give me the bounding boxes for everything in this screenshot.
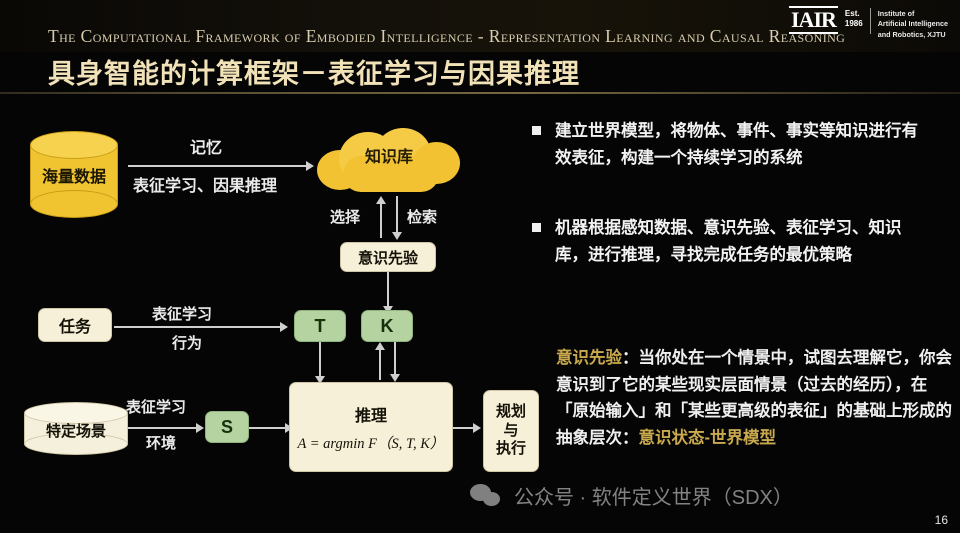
conscious-prior-node: 意识先验 [340, 242, 436, 272]
node-k: K [361, 310, 413, 342]
node-t: T [294, 310, 346, 342]
specific-scene-label: 特定场景 [45, 422, 106, 440]
page-number: 16 [934, 513, 948, 527]
specific-scene-cylinder-top [24, 402, 128, 424]
edge-label-environment: 环境 [146, 435, 177, 452]
logo-est-label: Est. [844, 9, 860, 18]
edge-kb-to-prior-arrowhead [392, 232, 402, 240]
edge-kb-to-prior [396, 196, 398, 234]
edge-label-select: 选择 [330, 209, 361, 226]
knowledge-base-label: 知识库 [364, 149, 413, 166]
edge-label-retrieve: 检索 [407, 209, 438, 226]
massive-data-cylinder-bottom [30, 190, 118, 218]
edge-inference-to-plan-arrowhead [473, 423, 481, 433]
logo-institute-line-3: and Robotics, XJTU [877, 29, 946, 39]
edge-inference-to-plan [453, 427, 475, 429]
edge-k-to-inference [394, 342, 396, 376]
plan-execute-line-3: 执行 [495, 440, 526, 458]
edge-scene-to-s [128, 427, 198, 429]
logo-est-year: 1986 [844, 19, 863, 28]
edge-k-to-inference-arrowhead [390, 374, 400, 382]
logo-established: Est. 1986 [845, 6, 863, 29]
edge-data-to-kb-arrowhead [306, 161, 314, 171]
inference-title: 推理 [354, 407, 387, 425]
paragraph-colon: ： [622, 349, 639, 367]
conscious-prior-paragraph: 意识先验：当你处在一个情景中，试图去理解它，你会意识到了它的某些现实层面情景（过… [556, 345, 954, 452]
edge-task-to-t [114, 326, 282, 328]
edge-label-memory: 记忆 [190, 140, 223, 157]
bullet-square-icon [532, 223, 541, 232]
plan-execute-node: 规划 与 执行 [483, 390, 539, 472]
edge-label-repr-causal: 表征学习、因果推理 [133, 178, 278, 195]
node-s: S [205, 411, 249, 443]
specific-scene-cylinder-bottom [24, 433, 128, 455]
edge-s-to-inference [249, 427, 287, 429]
logo-institute-line-1: Institute of [877, 9, 915, 18]
inference-formula: A = argmin F（S, T, K） [297, 435, 445, 452]
edge-prior-to-kb-arrowhead [376, 196, 386, 204]
paragraph-body: 当你处在一个情景中，试图去理解它，你会意识到了它的某些现实层面情景（过去的经历）… [556, 349, 952, 448]
massive-data-label: 海量数据 [41, 169, 106, 186]
logo-wordmark: IAIR [789, 6, 838, 34]
edge-data-to-kb [128, 165, 308, 167]
bullet-text-1: 建立世界模型，将物体、事件、事实等知识进行有效表征，构建一个持续学习的系统 [555, 122, 918, 168]
logo-institute-name: Institute of Artificial Intelligence and… [878, 6, 948, 40]
logo-divider [869, 8, 871, 34]
edge-inference-to-k-arrowhead [375, 342, 385, 350]
task-node: 任务 [38, 308, 112, 342]
watermark-text: 公众号 · 软件定义世界（SDX） [514, 487, 793, 509]
edge-t-to-inference-arrowhead [315, 376, 325, 384]
edge-t-to-inference [319, 342, 321, 378]
edge-prior-to-k [387, 272, 389, 308]
paragraph-lead-term: 意识先验 [556, 349, 622, 367]
paragraph-highlight-tail: 意识状态-世界模型 [638, 429, 777, 448]
english-subtitle: The Computational Framework of Embodied … [48, 26, 846, 46]
logo-institute-line-2: Artificial Intelligence [877, 19, 948, 29]
edge-label-repr-learning-task: 表征学习 [152, 306, 213, 323]
page-title: 具身智能的计算框架－表征学习与因果推理 [48, 59, 580, 89]
wechat-watermark: 公众号 · 软件定义世界（SDX） [470, 481, 793, 510]
edge-label-repr-learning-scene: 表征学习 [126, 399, 187, 416]
edge-task-to-t-arrowhead [280, 322, 288, 332]
bullet-item-1: 建立世界模型，将物体、事件、事实等知识进行有效表征，构建一个持续学习的系统 [532, 118, 932, 172]
bullet-square-icon [532, 126, 541, 135]
knowledge-base-cloud [317, 128, 460, 194]
bullet-item-2: 机器根据感知数据、意识先验、表征学习、知识库，进行推理，寻找完成任务的最优策略 [532, 215, 932, 269]
massive-data-cylinder-top [30, 131, 118, 159]
edge-scene-to-s-arrowhead [196, 423, 204, 433]
plan-execute-line-1: 规划 [495, 402, 526, 420]
iair-logo: IAIR Est. 1986 Institute of Artificial I… [789, 6, 948, 40]
inference-node: 推理 A = argmin F（S, T, K） [289, 382, 453, 472]
bullet-text-2: 机器根据感知数据、意识先验、表征学习、知识库，进行推理，寻找完成任务的最优策略 [555, 219, 902, 265]
edge-prior-to-kb [380, 202, 382, 238]
header-band [0, 0, 960, 52]
wechat-icon [470, 483, 504, 508]
edge-inference-to-k [379, 348, 381, 380]
edge-label-behavior: 行为 [172, 335, 203, 352]
plan-execute-line-2: 与 [503, 421, 519, 439]
title-divider [0, 92, 960, 94]
